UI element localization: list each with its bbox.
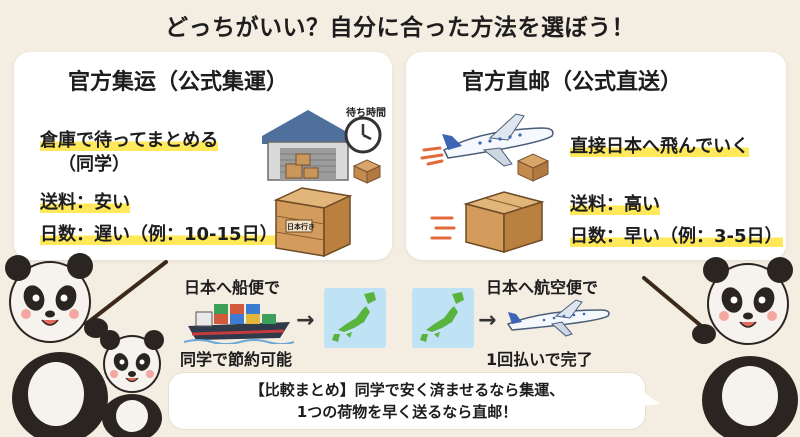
savings-note: 同学で節約可能 xyxy=(180,350,293,369)
consolidated-description-line2: （同学） xyxy=(58,154,130,175)
direct-fee: 送料：高い xyxy=(570,194,660,215)
consolidated-shipping-title: 官方集运（公式集運） xyxy=(68,70,289,95)
direct-days: 日数：早い（例：3-5日） xyxy=(570,226,783,247)
direct-shipping-card: 官方直邮（公式直送） 直接日本へ飛んでいく 送料：高い 日数：早い（例：3-5日… xyxy=(406,52,786,260)
wait-time-label: 待ち時間 xyxy=(346,108,386,119)
small-box-icon xyxy=(352,159,382,184)
consolidated-description-line1: 倉庫で待ってまとめる xyxy=(40,130,219,151)
flying-box-icon xyxy=(516,153,550,182)
teacher-panda-right-icon xyxy=(642,257,798,437)
single-payment-note: 1回払いで完了 xyxy=(486,350,593,369)
teacher-panda-left-icon xyxy=(5,253,168,437)
summary-line1: 【比較まとめ】同学で安く済ませるなら集運、 xyxy=(249,381,565,399)
cardboard-box-icon xyxy=(430,191,545,254)
air-shipping-caption: 日本へ航空便で xyxy=(486,278,599,297)
japan-map-left-icon xyxy=(324,288,386,348)
page-title: どっちがいい？自分に合った方法を選ぼう！ xyxy=(165,15,635,41)
small-airplane-icon xyxy=(506,299,610,337)
student-panda-icon xyxy=(100,330,164,437)
consolidated-fee: 送料：安い xyxy=(40,192,130,213)
summary-line2: 1つの荷物を早く送るなら直邮！ xyxy=(296,403,518,421)
left-arrow-icon: → xyxy=(296,308,315,333)
sea-shipping-caption: 日本へ船便で xyxy=(184,278,281,297)
crate-label: 日本行き xyxy=(287,223,315,231)
right-arrow-icon: → xyxy=(478,308,497,333)
wooden-crate-icon xyxy=(273,187,353,258)
speech-tail-icon xyxy=(640,390,660,406)
cargo-ship-icon xyxy=(184,304,294,344)
consolidated-description: 倉庫で待ってまとめる xyxy=(40,126,219,152)
warehouse-icon xyxy=(262,110,354,181)
airplane-icon xyxy=(420,113,554,167)
clock-icon xyxy=(344,116,382,154)
direct-shipping-title: 官方直邮（公式直送） xyxy=(462,70,683,95)
consolidated-shipping-card: 官方集运（公式集運） 待ち時間 倉庫で待ってまとめる （同学） 送料：安い 日数… xyxy=(14,52,392,260)
japan-map-right-icon xyxy=(412,288,474,348)
direct-description: 直接日本へ飛んでいく xyxy=(570,136,750,157)
consolidated-days: 日数：遅い（例：10-15日） xyxy=(40,224,278,245)
comparison-summary: 【比較まとめ】同学で安く済ませるなら集運、 1つの荷物を早く送るなら直邮！ xyxy=(168,372,646,430)
